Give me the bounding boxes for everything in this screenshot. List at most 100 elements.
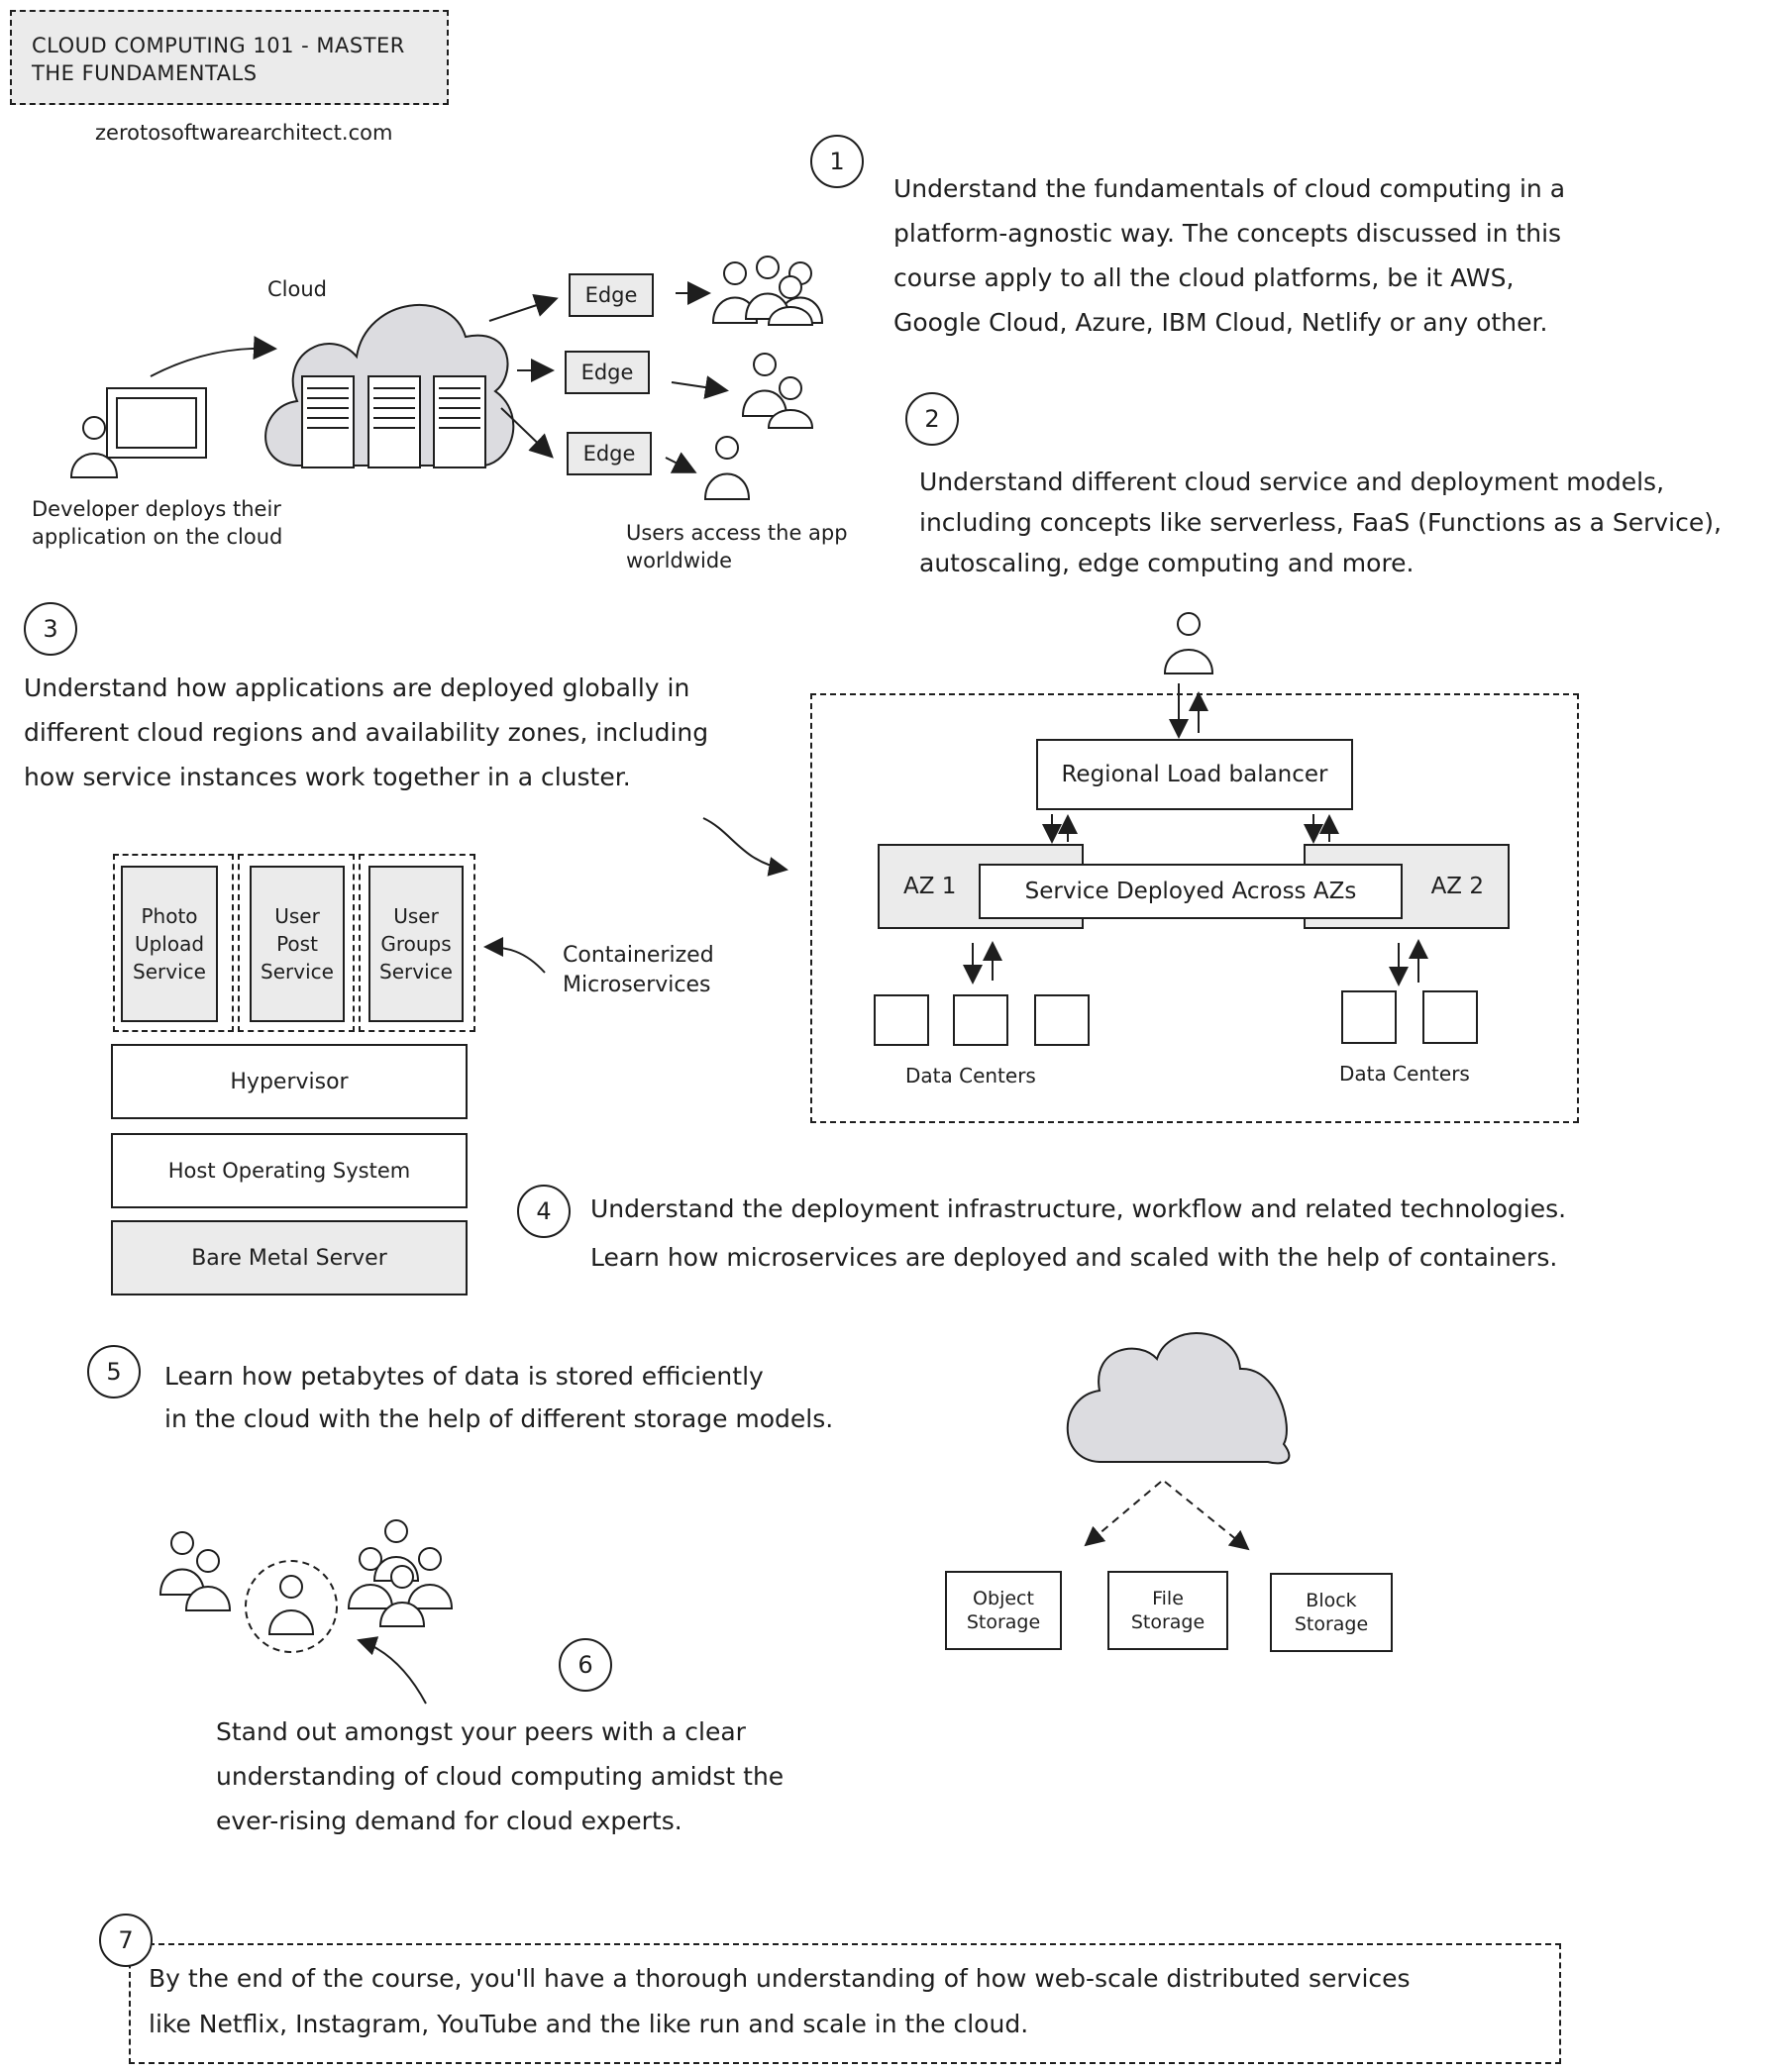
service-label-line: Service bbox=[379, 960, 453, 984]
containerized-arrow bbox=[483, 937, 546, 974]
server-icon bbox=[367, 375, 421, 468]
peers-left-icon bbox=[158, 1531, 232, 1611]
title-line-2: THE FUNDAMENTALS bbox=[32, 61, 258, 85]
containerized-line: Microservices bbox=[563, 973, 711, 997]
cloud-label: Cloud bbox=[267, 277, 327, 301]
step-4-text: Understand the deployment infrastructure… bbox=[590, 1185, 1566, 1282]
file-storage-box: File Storage bbox=[1107, 1571, 1228, 1650]
data-center-box bbox=[1034, 994, 1090, 1046]
data-center-box bbox=[953, 994, 1008, 1046]
step-3-line: different cloud regions and availability… bbox=[24, 718, 709, 747]
step-6-line: Stand out amongst your peers with a clea… bbox=[216, 1717, 746, 1746]
developer-user-icon bbox=[69, 416, 119, 478]
step-4-line: Learn how microservices are deployed and… bbox=[590, 1243, 1558, 1272]
top-user-icon bbox=[1163, 612, 1214, 674]
step-7-badge: 7 bbox=[99, 1914, 153, 1967]
step-6-line: understanding of cloud computing amidst … bbox=[216, 1762, 785, 1791]
edge-box: Edge bbox=[565, 351, 650, 394]
service-label-line: Upload bbox=[134, 932, 205, 956]
step-3-line: Understand how applications are deployed… bbox=[24, 673, 690, 702]
storage-label-line: Storage bbox=[1130, 1611, 1205, 1633]
step-6-text: Stand out amongst your peers with a clea… bbox=[216, 1709, 909, 1843]
highlighted-user-icon bbox=[245, 1560, 338, 1653]
block-storage-box: Block Storage bbox=[1270, 1573, 1393, 1652]
laptop-icon bbox=[106, 387, 207, 459]
regional-load-balancer: Regional Load balancer bbox=[1036, 739, 1353, 810]
service-label-line: User bbox=[393, 904, 439, 928]
data-center-box bbox=[1341, 990, 1397, 1044]
users-group-icon bbox=[711, 256, 824, 326]
data-center-box bbox=[1422, 990, 1478, 1044]
container-boundary bbox=[359, 854, 475, 1032]
service-photo-upload: Photo Upload Service bbox=[121, 866, 218, 1022]
storage-label-line: File bbox=[1152, 1588, 1184, 1609]
cloud-edge-arrow bbox=[500, 407, 554, 459]
developer-caption-line: application on the cloud bbox=[32, 525, 283, 549]
step-7-text: By the end of the course, you'll have a … bbox=[149, 1956, 1411, 2047]
step-1-line: course apply to all the cloud platforms,… bbox=[893, 263, 1515, 292]
peers-right-icon bbox=[347, 1519, 454, 1627]
step-3-badge: 3 bbox=[24, 602, 77, 656]
container-boundary bbox=[113, 854, 234, 1032]
section-3-pointer-arrow bbox=[702, 817, 788, 877]
step-7-line: like Netflix, Instagram, YouTube and the… bbox=[149, 2010, 1029, 2038]
cloud-edge-arrow bbox=[488, 293, 559, 322]
peers-arrow bbox=[357, 1636, 427, 1705]
storage-label-line: Storage bbox=[1294, 1613, 1369, 1635]
bare-metal-layer: Bare Metal Server bbox=[111, 1220, 468, 1295]
object-storage-box: Object Storage bbox=[945, 1571, 1062, 1650]
website-link[interactable]: zerotosoftwarearchitect.com bbox=[95, 121, 393, 145]
step-4-badge: 4 bbox=[517, 1185, 571, 1238]
title-line-1: CLOUD COMPUTING 101 - MASTER bbox=[32, 34, 405, 57]
service-user-post: User Post Service bbox=[250, 866, 345, 1022]
storage-label-line: Object bbox=[973, 1588, 1034, 1609]
step-5-line: in the cloud with the help of different … bbox=[164, 1404, 834, 1433]
edge-box: Edge bbox=[567, 432, 652, 475]
step-1-line: Google Cloud, Azure, IBM Cloud, Netlify … bbox=[893, 308, 1548, 337]
storage-arrow bbox=[1084, 1481, 1162, 1547]
edge-user-arrow bbox=[671, 375, 729, 399]
step-1-badge: 1 bbox=[810, 135, 864, 188]
users-pair-icon bbox=[741, 353, 814, 429]
conclusion-box bbox=[129, 1943, 1561, 2064]
service-label-line: User bbox=[274, 904, 320, 928]
host-os-layer: Host Operating System bbox=[111, 1133, 468, 1208]
step-5-badge: 5 bbox=[87, 1345, 141, 1399]
title-box: CLOUD COMPUTING 101 - MASTER THE FUNDAME… bbox=[10, 10, 449, 105]
step-6-line: ever-rising demand for cloud experts. bbox=[216, 1807, 682, 1835]
containerized-line: Containerized bbox=[563, 943, 714, 968]
storage-label-line: Block bbox=[1306, 1590, 1357, 1611]
edge-user-arrow bbox=[665, 452, 697, 473]
service-label-line: Post bbox=[276, 932, 318, 956]
storage-cloud-icon bbox=[1066, 1332, 1291, 1465]
data-centers-label: Data Centers bbox=[905, 1064, 1036, 1088]
step-5-text: Learn how petabytes of data is stored ef… bbox=[164, 1355, 833, 1440]
users-caption-line: Users access the app bbox=[626, 521, 848, 545]
service-label-line: Groups bbox=[380, 932, 452, 956]
service-label-line: Service bbox=[261, 960, 334, 984]
step-2-line: Understand different cloud service and d… bbox=[919, 467, 1665, 496]
step-6-badge: 6 bbox=[559, 1638, 612, 1692]
storage-label-line: Storage bbox=[966, 1611, 1041, 1633]
step-4-line: Understand the deployment infrastructure… bbox=[590, 1194, 1567, 1223]
step-2-text: Understand different cloud service and d… bbox=[919, 462, 1771, 583]
service-user-groups: User Groups Service bbox=[368, 866, 464, 1022]
edge-box: Edge bbox=[569, 273, 654, 317]
step-1-text: Understand the fundamentals of cloud com… bbox=[893, 166, 1765, 345]
step-5-line: Learn how petabytes of data is stored ef… bbox=[164, 1362, 764, 1391]
step-1-line: platform-agnostic way. The concepts disc… bbox=[893, 219, 1562, 248]
users-caption-line: worldwide bbox=[626, 549, 733, 572]
service-label-line: Photo bbox=[141, 904, 198, 928]
step-3-text: Understand how applications are deployed… bbox=[24, 666, 796, 799]
developer-caption: Developer deploys their application on t… bbox=[32, 495, 282, 551]
data-center-box bbox=[874, 994, 929, 1046]
server-icon bbox=[301, 375, 355, 468]
developer-caption-line: Developer deploys their bbox=[32, 497, 281, 521]
step-7-line: By the end of the course, you'll have a … bbox=[149, 1964, 1411, 1993]
deploy-arrow bbox=[150, 336, 277, 377]
step-2-badge: 2 bbox=[905, 392, 959, 446]
